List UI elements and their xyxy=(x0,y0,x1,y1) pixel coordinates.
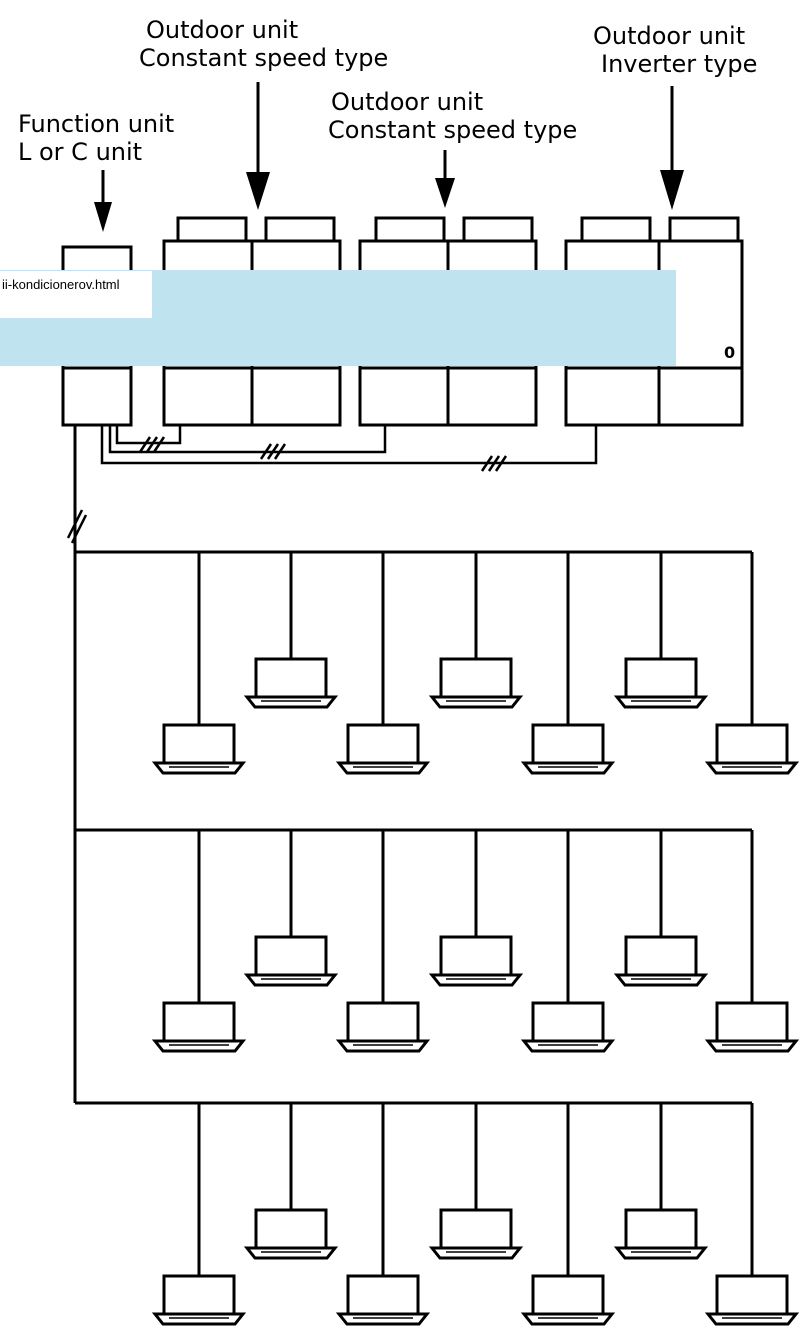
outdoor-unit-3-label-line1: Outdoor unit xyxy=(593,22,746,50)
indoor-unit xyxy=(428,1208,524,1260)
indoor-unit xyxy=(520,1001,616,1053)
indoor-row-3 xyxy=(75,1101,800,1326)
indoor-unit xyxy=(704,1274,800,1326)
indoor-unit xyxy=(704,1001,800,1053)
indoor-unit xyxy=(151,723,247,775)
indoor-unit xyxy=(428,657,524,709)
indoor-unit xyxy=(335,1274,431,1326)
outdoor-unit-2-label-line2: Constant speed type xyxy=(328,116,578,144)
indoor-unit xyxy=(613,657,709,709)
indoor-unit-rows xyxy=(75,550,800,1326)
indoor-unit xyxy=(520,1274,616,1326)
function-unit-label-line1: Function unit xyxy=(18,110,175,138)
indoor-unit xyxy=(613,935,709,987)
indoor-unit xyxy=(335,723,431,775)
indoor-unit xyxy=(613,1208,709,1260)
outdoor-unit-3-label-line2: Inverter type xyxy=(601,50,758,78)
indoor-unit xyxy=(243,935,339,987)
indoor-unit xyxy=(243,657,339,709)
indoor-trunk-line xyxy=(66,425,88,1103)
indoor-row-1 xyxy=(75,550,800,775)
inverter-panel-mark: 0 xyxy=(724,343,736,362)
indoor-unit xyxy=(243,1208,339,1260)
indoor-unit xyxy=(704,723,800,775)
indoor-unit xyxy=(151,1274,247,1326)
indoor-unit xyxy=(151,1001,247,1053)
indoor-unit xyxy=(335,1001,431,1053)
overlay-url-link[interactable]: ii-kondicionerov.html xyxy=(0,271,152,318)
outdoor-unit-2-label-line1: Outdoor unit xyxy=(331,88,484,116)
function-unit-label-line2: L or C unit xyxy=(18,138,143,166)
indoor-row-2 xyxy=(75,828,800,1053)
wire-tick-marks xyxy=(138,436,508,472)
indoor-unit xyxy=(428,935,524,987)
label-arrows xyxy=(94,82,684,232)
outdoor-unit-1-label-line2: Constant speed type xyxy=(139,44,389,72)
outdoor-unit-1-label-line1: Outdoor unit xyxy=(146,16,299,44)
outdoor-connection-lines xyxy=(100,425,598,465)
indoor-unit xyxy=(520,723,616,775)
